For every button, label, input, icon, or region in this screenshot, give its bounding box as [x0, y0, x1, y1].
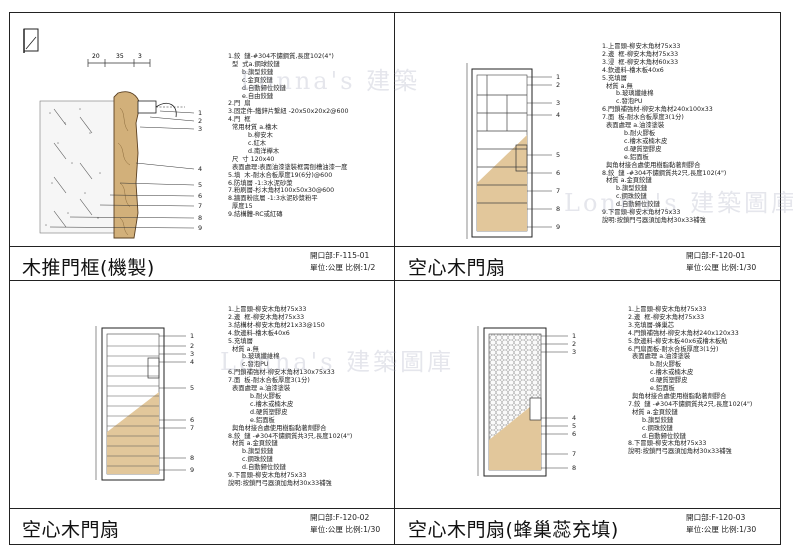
callout-number: 7 — [190, 424, 194, 432]
callout-number: 6 — [556, 169, 560, 177]
drawing-code: 開口部:F-120-01 — [686, 251, 746, 260]
callout-number: 6 — [572, 430, 576, 438]
callout-number: 2 — [556, 81, 560, 89]
callout-number: 1 — [572, 332, 576, 340]
drawing-code: 開口部:F-120-03 — [686, 513, 746, 522]
dim-label: 35 — [116, 53, 124, 60]
panel-title: 空心木門扇 — [408, 257, 506, 279]
callout-number: 9 — [556, 223, 560, 231]
callout-number: 8 — [572, 464, 576, 472]
panel-title: 空心木門扇(蜂巢蕊充填) — [408, 519, 619, 541]
watermark: Lonna's 建築圖庫 — [220, 348, 455, 376]
callout-number: 8 — [556, 205, 560, 213]
row-divider — [10, 280, 780, 281]
callout-number: 2 — [198, 117, 202, 125]
callout-number: 5 — [572, 422, 576, 430]
drawing-scale: 單位:公厘 比例:1/30 — [686, 525, 757, 534]
honeycomb-door-elevation: 1 2 3 4 5 6 7 8 — [477, 326, 576, 477]
callout-number: 3 — [556, 99, 560, 107]
callout-number: 4 — [198, 165, 202, 173]
callout-number: 9 — [198, 224, 202, 232]
drawing-scale: 單位:公厘 比例:1/30 — [686, 263, 757, 272]
door-frame-section-drawing: 20 35 3 — [23, 28, 202, 239]
callout-number: 6 — [190, 416, 194, 424]
drawing-scale: 單位:公厘 比例:1/2 — [310, 263, 376, 272]
callout-number: 2 — [190, 342, 194, 350]
callout-number: 9 — [190, 466, 194, 474]
panel-f-115-01: 20 35 3 — [10, 13, 417, 280]
panel-title: 空心木門扇 — [22, 519, 120, 541]
callout-number: 3 — [572, 348, 576, 356]
callout-number: 1 — [190, 332, 194, 340]
callout-number: 2 — [572, 340, 576, 348]
callout-number: 5 — [198, 181, 202, 189]
watermark: Lonna's 建築圖庫 — [564, 189, 793, 217]
title-divider-bottom — [10, 508, 780, 509]
callout-number: 3 — [198, 125, 202, 133]
hollow-door-elevation: 1 2 3 4 5 6 7 8 9 — [466, 63, 560, 239]
callout-number: 1 — [198, 109, 202, 117]
door-swing-icon — [23, 28, 39, 53]
panel-f-120-03: 1 2 3 4 5 6 7 8 1.上冒頭-柳安木角材75x33 2.邊 框-柳… — [394, 280, 782, 508]
drawing-code: 開口部:F-120-02 — [310, 513, 370, 522]
column-divider — [394, 13, 395, 544]
callout-number: 3 — [190, 350, 194, 358]
callout-number: 5 — [190, 384, 194, 392]
callout-number: 1 — [556, 73, 560, 81]
callout-number: 4 — [572, 414, 576, 422]
panel-title: 木推門框(機製) — [22, 257, 155, 279]
drawing-sheet: 20 35 3 — [9, 12, 793, 545]
spec-notes: 1.上冒頭-柳安木角材75x33 2.邊 框-柳安木角材75x33 3.浸 框-… — [602, 43, 727, 224]
callout-number: 4 — [556, 111, 560, 119]
callout-number: 7 — [198, 202, 202, 210]
hollow-door-elevation: 1 2 3 4 5 6 7 8 9 — [95, 326, 194, 481]
callout-number: 4 — [190, 358, 194, 366]
spec-notes: 1.上冒頭-柳安木角材75x33 2.邊 框-柳安木角材75x33 3.結構材-… — [228, 306, 353, 487]
spec-notes: 1.上冒頭-柳安木角材75x33 2.邊 框-柳安木角材75x33 3.充填層-… — [628, 306, 753, 456]
dim-label: 20 — [92, 53, 100, 60]
panel-f-120-01: 1 2 3 4 5 6 7 8 9 1.上冒頭-柳安木角材75x33 2.邊 框… — [394, 13, 793, 280]
callout-number: 6 — [198, 192, 202, 200]
title-divider-top — [10, 246, 780, 247]
callout-number: 8 — [190, 454, 194, 462]
drawing-scale: 單位:公厘 比例:1/30 — [310, 525, 381, 534]
dim-label: 3 — [138, 53, 142, 60]
drawing-code: 開口部:F-115-01 — [310, 251, 370, 260]
spec-notes: 1.鉸 鏈-#304不鏽鋼質,長度102(4") 型 式a.鋼球鉸鏈 b.旗型鉸… — [228, 53, 349, 219]
callout-number: 8 — [198, 214, 202, 222]
callout-number: 7 — [572, 450, 576, 458]
callout-number: 5 — [556, 151, 560, 159]
watermark: Lonna's 建築 — [240, 67, 421, 95]
panel-f-120-02: 1 2 3 4 5 6 7 8 9 1.上冒頭-柳安木角材75x33 2.邊 框… — [10, 280, 451, 508]
callout-number: 7 — [556, 187, 560, 195]
